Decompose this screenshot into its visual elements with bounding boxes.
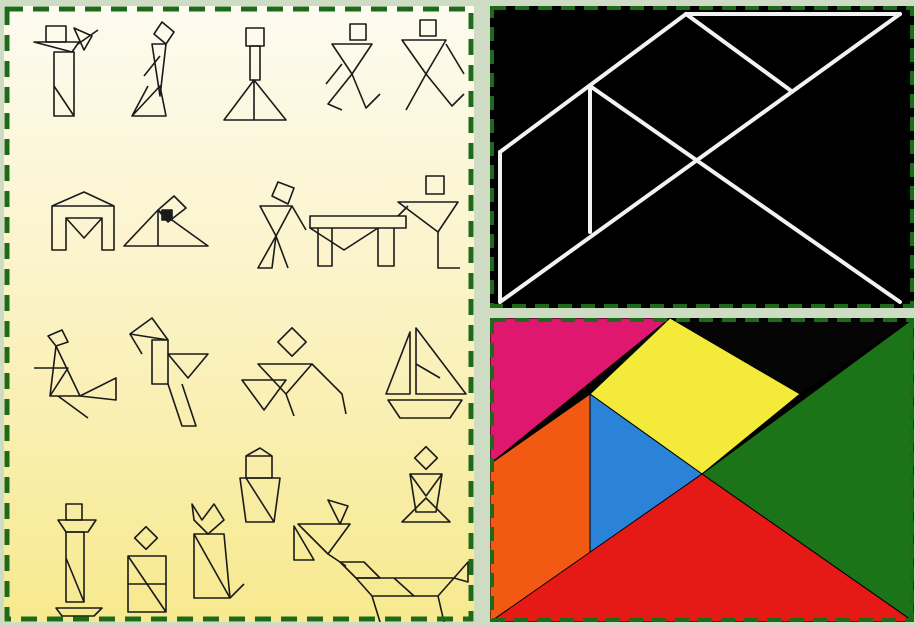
tangram-outline-panel bbox=[490, 6, 914, 308]
figure-person-standing bbox=[132, 22, 174, 116]
figure-fox bbox=[340, 562, 468, 622]
tangram-colored-drawing bbox=[490, 318, 914, 622]
figure-seated-person bbox=[402, 447, 450, 522]
figure-rider bbox=[242, 328, 346, 416]
figure-table-cat bbox=[52, 192, 208, 250]
tangram-outline-drawing bbox=[490, 6, 914, 308]
tangram-figures-panel bbox=[4, 6, 474, 622]
figure-tall-person bbox=[56, 504, 102, 616]
figure-sailboat bbox=[386, 328, 466, 418]
figure-people-with-table bbox=[258, 176, 460, 268]
figure-cat bbox=[192, 504, 244, 598]
figure-lantern bbox=[128, 527, 166, 612]
tangram-colored-panel bbox=[490, 318, 914, 622]
figure-person-waving bbox=[34, 26, 98, 116]
figure-cup bbox=[240, 448, 280, 522]
figure-dancing-pair bbox=[326, 20, 464, 110]
figure-person-skirt bbox=[224, 28, 286, 120]
tangram-figures-drawing bbox=[4, 6, 474, 622]
figure-swan bbox=[34, 330, 116, 418]
figure-heron bbox=[130, 318, 208, 426]
figure-kneeling-person bbox=[294, 500, 350, 566]
